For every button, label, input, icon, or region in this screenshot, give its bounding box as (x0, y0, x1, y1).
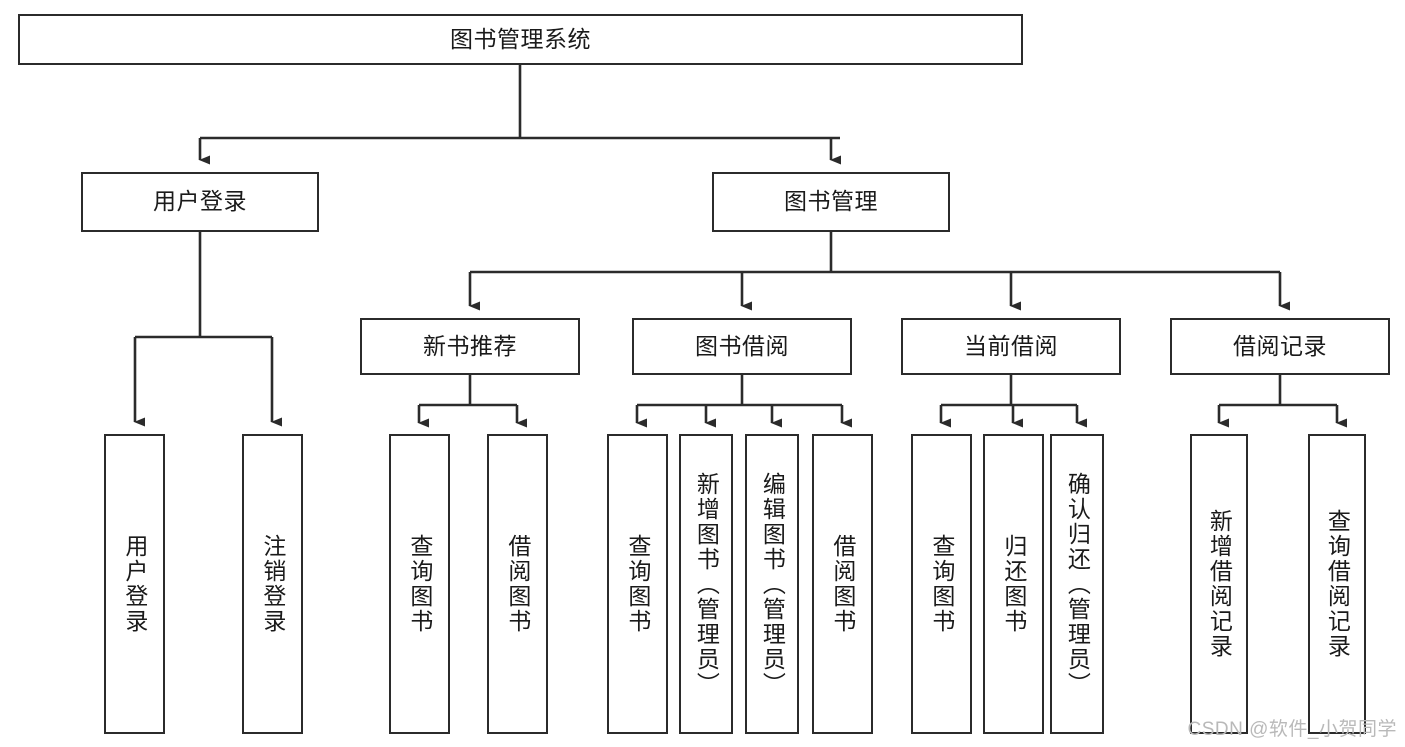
node-book-borrow-label: 图书借阅 (695, 332, 789, 359)
node-user-login-label: 用户登录 (153, 188, 247, 215)
node-book-manage-label: 图书管理 (784, 188, 878, 215)
leaf-borrow-book-2[interactable]: 借阅图书 (812, 434, 873, 734)
leaf-borrow-book-2-label: 借阅图书 (829, 534, 856, 634)
node-new-book-recommend-label: 新书推荐 (423, 332, 517, 359)
leaf-borrow-book-1[interactable]: 借阅图书 (487, 434, 548, 734)
leaf-query-book-2[interactable]: 查询图书 (607, 434, 668, 734)
node-borrow-record[interactable]: 借阅记录 (1170, 318, 1390, 375)
csdn-watermark: CSDN @软件_小贺同学 (1187, 719, 1397, 740)
leaf-return-book-label: 归还图书 (1000, 534, 1027, 634)
node-current-borrow-label: 当前借阅 (964, 332, 1058, 359)
leaf-user-login[interactable]: 用户登录 (104, 434, 165, 734)
leaf-query-record-label: 查询借阅记录 (1324, 509, 1351, 659)
leaf-logout[interactable]: 注销登录 (242, 434, 303, 734)
leaf-logout-label: 注销登录 (259, 534, 286, 634)
leaf-query-book-3[interactable]: 查询图书 (911, 434, 972, 734)
leaf-confirm-return[interactable]: 确认归还（管理员） (1050, 434, 1104, 734)
leaf-edit-book[interactable]: 编辑图书（管理员） (745, 434, 799, 734)
leaf-add-record[interactable]: 新增借阅记录 (1190, 434, 1248, 734)
leaf-add-book-label: 新增图书（管理员） (693, 471, 720, 697)
node-book-manage[interactable]: 图书管理 (712, 172, 950, 232)
leaf-borrow-book-1-label: 借阅图书 (504, 534, 531, 634)
leaf-add-book[interactable]: 新增图书（管理员） (679, 434, 733, 734)
leaf-user-login-label: 用户登录 (121, 534, 148, 634)
leaf-query-book-1[interactable]: 查询图书 (389, 434, 450, 734)
leaf-query-book-1-label: 查询图书 (406, 534, 433, 634)
node-root-label: 图书管理系统 (450, 25, 591, 52)
node-borrow-record-label: 借阅记录 (1233, 332, 1327, 359)
leaf-add-record-label: 新增借阅记录 (1206, 509, 1233, 659)
node-new-book-recommend[interactable]: 新书推荐 (360, 318, 580, 375)
leaf-return-book[interactable]: 归还图书 (983, 434, 1044, 734)
node-book-borrow[interactable]: 图书借阅 (632, 318, 852, 375)
leaf-confirm-return-label: 确认归还（管理员） (1064, 471, 1091, 697)
node-root[interactable]: 图书管理系统 (18, 14, 1023, 65)
node-current-borrow[interactable]: 当前借阅 (901, 318, 1121, 375)
leaf-query-book-2-label: 查询图书 (624, 534, 651, 634)
node-user-login[interactable]: 用户登录 (81, 172, 319, 232)
leaf-query-record[interactable]: 查询借阅记录 (1308, 434, 1366, 734)
leaf-edit-book-label: 编辑图书（管理员） (759, 471, 786, 697)
leaf-query-book-3-label: 查询图书 (928, 534, 955, 634)
